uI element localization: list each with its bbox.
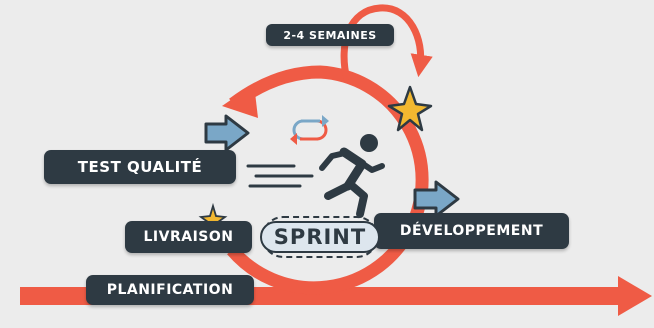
developpement-label: DÉVELOPPEMENT <box>374 213 569 249</box>
sprint-badge: SPRINT <box>259 216 381 258</box>
running-man-icon <box>246 134 385 218</box>
livraison-label: LIVRAISON <box>125 221 252 253</box>
cycle-icon <box>290 115 329 145</box>
star-icon <box>387 85 433 132</box>
sprint-label: SPRINT <box>259 221 381 253</box>
duration-loop <box>340 4 433 81</box>
right-arrow-icon <box>413 180 460 218</box>
test-qualite-label: TEST QUALITÉ <box>44 150 236 184</box>
loop-arrowhead <box>222 84 258 118</box>
duration-label: 2-4 SEMAINES <box>266 24 394 46</box>
sprint-loop <box>227 65 429 295</box>
planification-label: PLANIFICATION <box>86 275 254 305</box>
right-arrow-icon <box>204 114 250 152</box>
